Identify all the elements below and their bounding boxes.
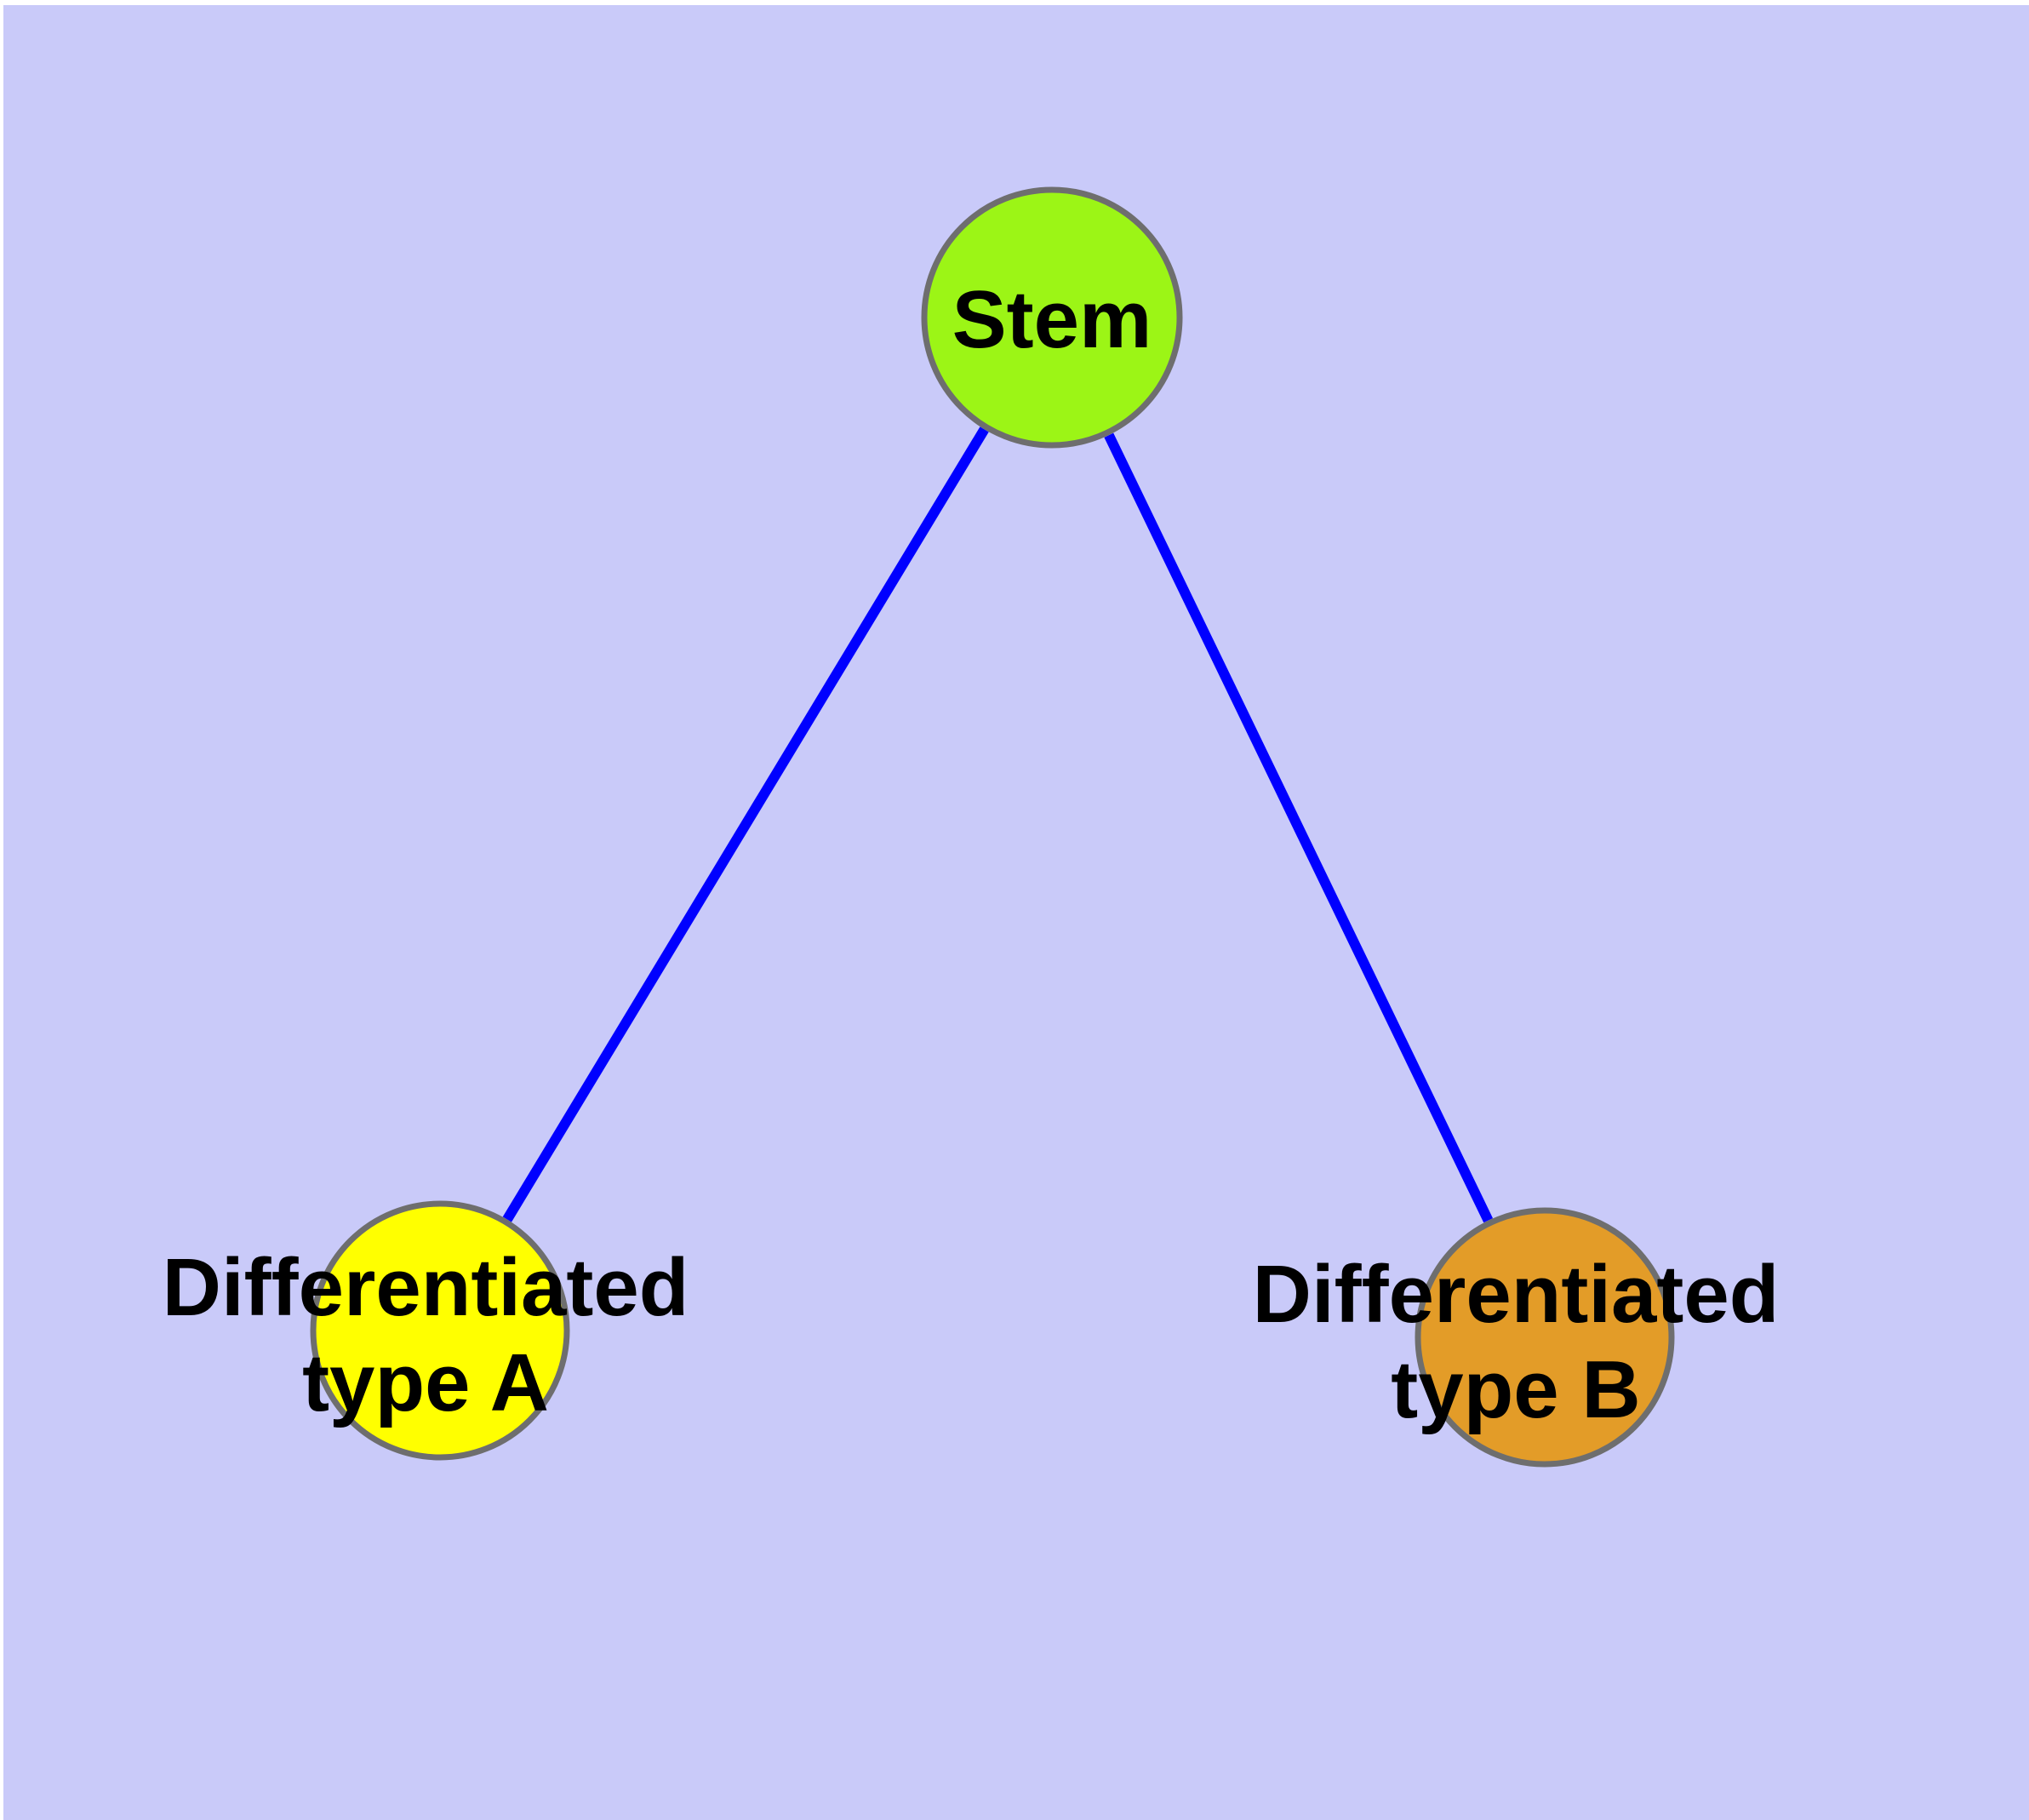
node-label-diff-a-line-1: Differentiated: [163, 1242, 689, 1333]
edge-stem-diff-a: [502, 426, 989, 1222]
node-label-diff-b-line-2: type B: [1391, 1344, 1640, 1435]
node-circle-diff-b[interactable]: [1415, 1207, 1675, 1468]
node-circle-diff-a[interactable]: [310, 1200, 570, 1461]
node-circle-stem[interactable]: [921, 186, 1183, 449]
edge-stem-diff-b: [1104, 432, 1494, 1223]
edges-layer: [502, 426, 1494, 1223]
nodes-layer: [310, 186, 1675, 1468]
node-label-diff-a-line-2: type A: [302, 1337, 549, 1428]
node-label-stem-line-1: Stem: [952, 274, 1152, 365]
node-label-diff-b-line-1: Differentiated: [1253, 1249, 1780, 1340]
